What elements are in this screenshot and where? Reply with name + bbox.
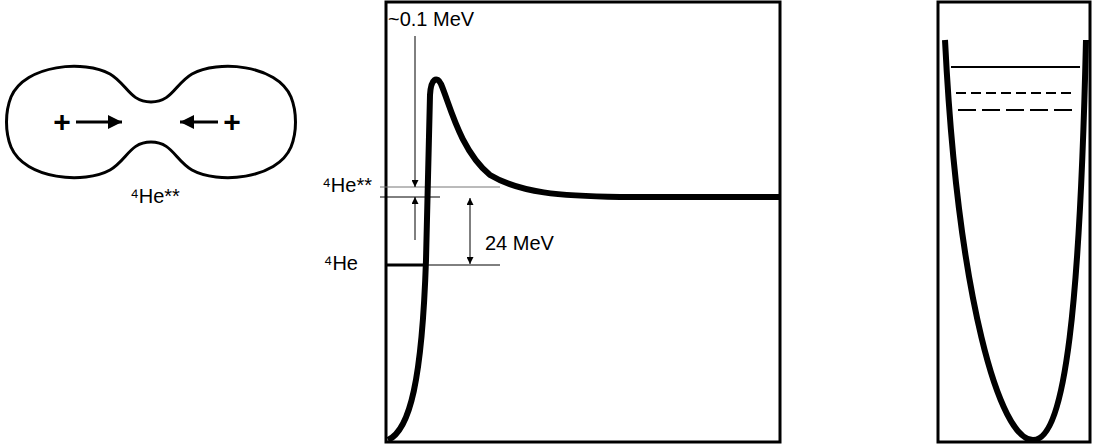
nucleus-label: ⁴He**: [130, 185, 180, 208]
energy-level: [958, 109, 1072, 111]
gap-arrow: [415, 197, 416, 240]
force-arrow: [180, 121, 218, 124]
level-label: ⁴He: [324, 252, 358, 275]
nucleus-outline: [7, 66, 296, 177]
gap-label: ~0.1 MeV: [388, 8, 474, 31]
level-line: [380, 197, 440, 198]
excited-level: [380, 187, 500, 188]
nucleus-outline: [5, 62, 297, 184]
charge-sign: +: [53, 105, 71, 140]
energy-level: [956, 92, 1074, 94]
harmonic-well: [945, 40, 1086, 440]
panel-frame: [938, 2, 1090, 442]
level-label: ⁴He**: [322, 174, 372, 197]
force-arrow: [76, 121, 122, 124]
charge-sign: +: [223, 105, 241, 140]
panel-frame: [386, 2, 780, 442]
energy-label: 24 MeV: [485, 232, 554, 255]
energy-arrow: [470, 198, 471, 264]
ground-level: [385, 264, 428, 267]
level-line: [428, 265, 500, 266]
gap-arrow: [415, 36, 416, 187]
energy-level: [951, 66, 1080, 68]
nucleus-shape: + + ⁴He**: [5, 62, 297, 212]
potential-curve: [388, 79, 780, 440]
